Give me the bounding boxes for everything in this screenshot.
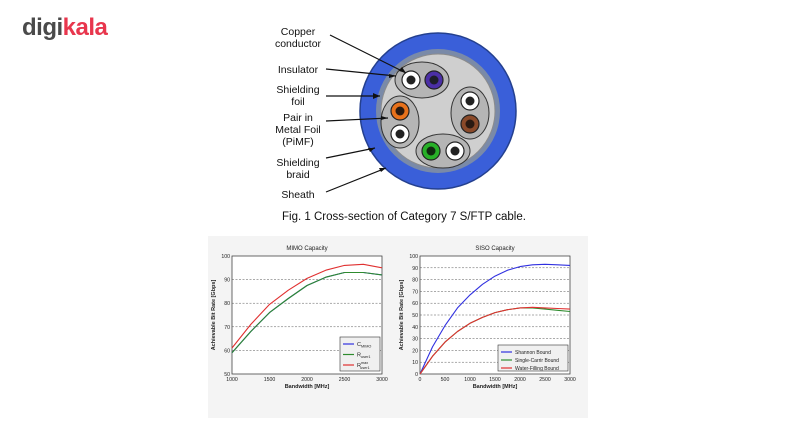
label-pair-line3: (PiMF)	[282, 136, 314, 148]
x-axis-label: Bandwidth [MHz]	[285, 384, 330, 390]
legend-entry: CMIMO	[357, 342, 371, 349]
legend-entry: Ruser1	[357, 353, 370, 360]
y-tick-label: 70	[224, 325, 230, 331]
label-insulator: Insulator	[278, 64, 319, 76]
label-braid-line1: Shielding	[276, 157, 319, 169]
series-line-3	[419, 306, 571, 375]
pair-top	[394, 61, 450, 99]
x-tick-label: 2000	[514, 377, 526, 383]
callout-arrowheads	[368, 67, 406, 172]
y-tick-label: 30	[412, 337, 418, 343]
x-tick-label: 3000	[564, 377, 576, 383]
cable-cross-section-figure: Copper conductor Insulator Shielding foi…	[275, 26, 526, 223]
x-tick-label: 2000	[301, 377, 313, 383]
chart-title: MIMO Capacity	[286, 246, 327, 252]
series-line-3	[231, 263, 383, 349]
label-sheath: Sheath	[281, 189, 314, 201]
y-tick-label: 10	[412, 360, 418, 366]
label-copper-line1: Copper	[281, 26, 316, 38]
x-tick-label: 1000	[226, 377, 238, 383]
y-axis-label: Achievable Bit Rate [Gbps]	[399, 280, 405, 351]
brand-logo-part1: digi	[22, 14, 63, 41]
x-tick-label: 1000	[464, 377, 476, 383]
pair-right	[450, 86, 490, 140]
y-tick-label: 50	[224, 372, 230, 378]
cable-drawing	[359, 32, 517, 190]
label-shield-line2: foil	[291, 96, 304, 108]
brand-logo[interactable]: digikala	[22, 14, 108, 42]
x-tick-label: 2500	[339, 377, 351, 383]
y-axis-label: Achievable Bit Rate [Gbps]	[211, 280, 217, 351]
label-pair-line1: Pair in	[283, 112, 313, 124]
pair-left	[380, 95, 420, 149]
mimo-capacity-chart: MIMO Capacity 50 60 70 80 90 100 1000 1500 2000 25…	[211, 246, 388, 390]
pair-bottom	[415, 133, 471, 169]
x-axis-label: Bandwidth [MHz]	[473, 384, 518, 390]
chart-title: SISO Capacity	[475, 246, 514, 252]
label-pair-line2: Metal Foil	[275, 124, 321, 136]
y-tick-label: 60	[412, 301, 418, 307]
label-copper-line2: conductor	[275, 38, 322, 50]
legend-entry: Single-Carrir Bound	[515, 358, 559, 364]
label-shield-line1: Shielding	[276, 84, 319, 96]
label-braid-line2: braid	[286, 169, 310, 181]
figure-caption: Fig. 1 Cross-section of Category 7 S/FTP…	[282, 211, 526, 223]
x-tick-label: 3000	[376, 377, 388, 383]
y-tick-label: 50	[412, 313, 418, 319]
y-tick-label: 100	[409, 254, 418, 260]
y-tick-label: 70	[412, 289, 418, 295]
y-tick-label: 90	[224, 278, 230, 284]
x-tick-label: 1500	[489, 377, 501, 383]
legend-entry: Shannon Bound	[515, 350, 551, 356]
y-tick-label: 20	[412, 348, 418, 354]
x-tick-label: 1500	[264, 377, 276, 383]
x-tick-label: 500	[441, 377, 450, 383]
y-tick-label: 60	[224, 348, 230, 354]
series-line-2	[231, 271, 383, 354]
callout-arrows	[325, 34, 407, 193]
brand-logo-part2: kala	[62, 14, 108, 41]
legend-box	[497, 344, 569, 372]
x-tick-label: 0	[419, 377, 422, 383]
legend-entry: Water-Filling Bound	[515, 366, 559, 372]
y-tick-label: 40	[412, 325, 418, 331]
y-tick-label: 80	[224, 301, 230, 307]
x-tick-label: 2500	[539, 377, 551, 383]
y-tick-label: 0	[415, 372, 418, 378]
series-line-1	[419, 263, 571, 375]
y-tick-label: 80	[412, 278, 418, 284]
y-tick-label: 100	[221, 254, 230, 260]
y-tick-label: 90	[412, 266, 418, 272]
